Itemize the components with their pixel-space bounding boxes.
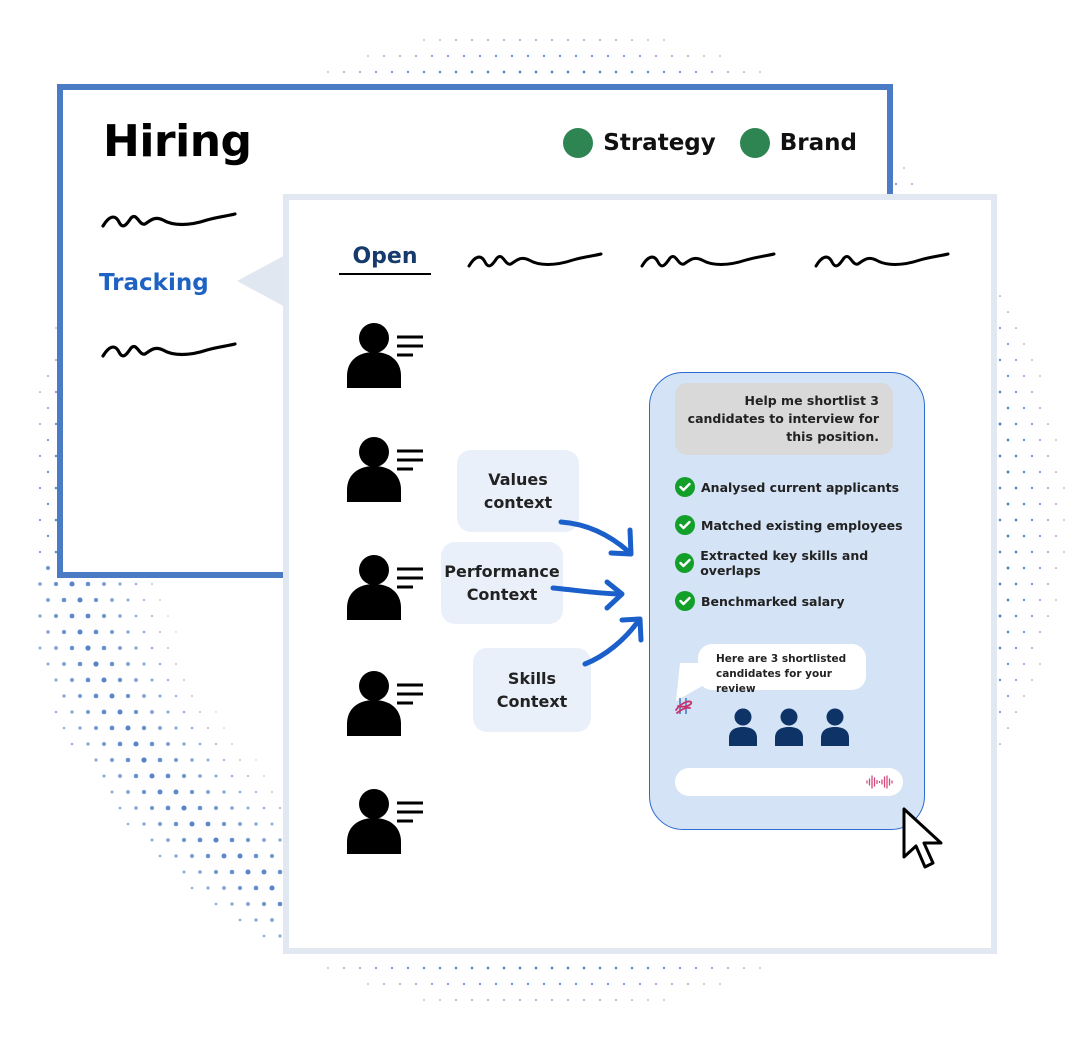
audio-wave-icon[interactable] bbox=[865, 774, 895, 790]
assistant-panel: Help me shortlist 3 candidates to interv… bbox=[649, 372, 925, 830]
prompt-line: candidates to interview for bbox=[687, 411, 879, 427]
tab-placeholder-2[interactable] bbox=[638, 248, 778, 272]
assistant-reply-bubble: Here are 3 shortlisted candidates for yo… bbox=[698, 644, 866, 695]
check-circle-icon bbox=[675, 515, 695, 535]
step-label: Extracted key skills and overlaps bbox=[700, 548, 869, 578]
candidate-profile-icon[interactable] bbox=[347, 786, 427, 856]
prompt-line: Help me shortlist 3 bbox=[744, 393, 879, 408]
step-item: Benchmarked salary bbox=[675, 591, 924, 611]
context-label: context bbox=[483, 493, 553, 512]
context-label: Performance bbox=[444, 561, 560, 581]
green-dot-icon bbox=[739, 128, 770, 158]
tab-placeholder-3[interactable] bbox=[812, 248, 952, 272]
candidate-profile-icon[interactable] bbox=[347, 320, 427, 390]
arrow-performance bbox=[550, 585, 624, 597]
green-dot-icon bbox=[563, 128, 594, 158]
context-label: Context bbox=[496, 692, 568, 711]
candidate-profile-icon[interactable] bbox=[347, 552, 427, 622]
step-item: Analysed current applicants bbox=[675, 477, 924, 497]
step-label: Analysed current applicants bbox=[701, 479, 900, 495]
reply-bubble-tail bbox=[676, 663, 704, 701]
check-circle-icon bbox=[675, 553, 695, 573]
arrow-skills-head bbox=[619, 616, 644, 643]
tag-strategy[interactable]: Strategy bbox=[563, 128, 716, 158]
check-circle-icon bbox=[675, 477, 695, 497]
arrow-values-head bbox=[608, 527, 634, 557]
tag-label: Strategy bbox=[603, 130, 716, 156]
user-prompt-bubble: Help me shortlist 3 candidates to interv… bbox=[675, 383, 893, 455]
shortlisted-person-icon[interactable] bbox=[774, 708, 804, 746]
context-values: Values context bbox=[457, 450, 579, 532]
context-label: Skills bbox=[507, 668, 557, 688]
shortlisted-candidates bbox=[728, 708, 850, 746]
arrow-skills bbox=[582, 617, 642, 667]
arrow-performance-head bbox=[604, 579, 625, 611]
page-title: Hiring bbox=[103, 116, 252, 167]
nav-item-tracking[interactable]: Tracking bbox=[99, 270, 209, 296]
nav-item-placeholder-2[interactable] bbox=[99, 338, 239, 362]
reply-line: candidates for your review bbox=[716, 668, 832, 696]
check-circle-icon bbox=[675, 591, 695, 611]
tag-label: Brand bbox=[779, 130, 857, 156]
ai-logo-icon bbox=[675, 698, 693, 714]
step-item: Matched existing employees bbox=[675, 515, 924, 535]
step-label: Benchmarked salary bbox=[701, 593, 845, 609]
shortlisted-person-icon[interactable] bbox=[728, 708, 758, 746]
step-checklist: Analysed current applicants Matched exis… bbox=[675, 477, 924, 629]
tab-placeholder-1[interactable] bbox=[465, 248, 605, 272]
tab-open[interactable]: Open bbox=[339, 244, 431, 275]
context-label: Values bbox=[488, 469, 548, 489]
callout-pointer bbox=[237, 254, 287, 308]
reply-line: Here are 3 shortlisted bbox=[716, 653, 847, 665]
step-item: Extracted key skills and overlaps bbox=[675, 548, 924, 578]
tag-list: Strategy Brand bbox=[549, 128, 857, 158]
chat-input[interactable] bbox=[675, 768, 903, 796]
candidate-profile-icon[interactable] bbox=[347, 668, 427, 738]
nav-item-placeholder-1[interactable] bbox=[99, 208, 239, 232]
prompt-line: this position. bbox=[786, 429, 879, 445]
mouse-cursor-icon bbox=[902, 807, 943, 869]
step-label: Matched existing employees bbox=[701, 517, 903, 533]
candidate-profile-icon[interactable] bbox=[347, 434, 427, 504]
context-label: Context bbox=[466, 585, 538, 604]
tag-brand[interactable]: Brand bbox=[739, 128, 857, 158]
shortlisted-person-icon[interactable] bbox=[820, 708, 850, 746]
